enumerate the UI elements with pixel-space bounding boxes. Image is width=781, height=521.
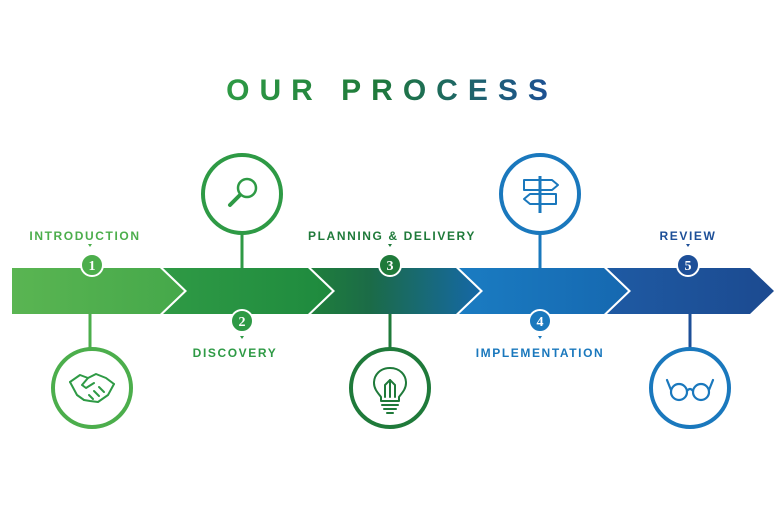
step-5: REVIEW 5 (649, 229, 731, 429)
step-label-implementation: IMPLEMENTATION (476, 346, 605, 360)
step-number: 1 (89, 259, 96, 274)
step-number-badge (378, 253, 402, 277)
step-number-badge (676, 253, 700, 277)
signpost-icon (523, 176, 559, 213)
label-pointer (388, 244, 392, 247)
lightbulb-icon (373, 367, 407, 414)
step-number-badge (80, 253, 104, 277)
label-pointer (686, 244, 690, 247)
label-pointer (538, 336, 542, 339)
step-label-introduction: INTRODUCTION (29, 229, 140, 243)
handshake-icon (69, 373, 115, 403)
step-2: 2 DISCOVERY (193, 153, 283, 360)
arrow-segment-4 (459, 268, 628, 314)
step-label-review: REVIEW (660, 229, 717, 243)
step-number-badge (528, 309, 552, 333)
step-number: 5 (685, 259, 692, 274)
step-1: INTRODUCTION 1 (29, 229, 140, 429)
step-number-badge (230, 309, 254, 333)
step-3: PLANNING & DELIVERY 3 (308, 229, 476, 429)
page-title: OUR PROCESS (226, 74, 558, 107)
step-4: 4 IMPLEMENTATION (476, 153, 605, 360)
magnifier-icon (228, 177, 258, 207)
step-icon-circle (51, 347, 133, 429)
step-label-discovery: DISCOVERY (193, 346, 278, 360)
step-number: 3 (387, 259, 394, 274)
step-label-planning-delivery: PLANNING & DELIVERY (308, 229, 476, 243)
arrow-segment-3 (311, 268, 480, 314)
arrow-segment-1 (12, 268, 184, 314)
arrow-segment-5 (607, 268, 774, 314)
step-number: 4 (537, 315, 544, 330)
step-number: 2 (239, 315, 246, 330)
glasses-icon (665, 378, 715, 402)
label-pointer (88, 244, 92, 247)
process-arrow-band (12, 268, 774, 314)
arrow-segment-2 (163, 268, 332, 314)
label-pointer (240, 336, 244, 339)
